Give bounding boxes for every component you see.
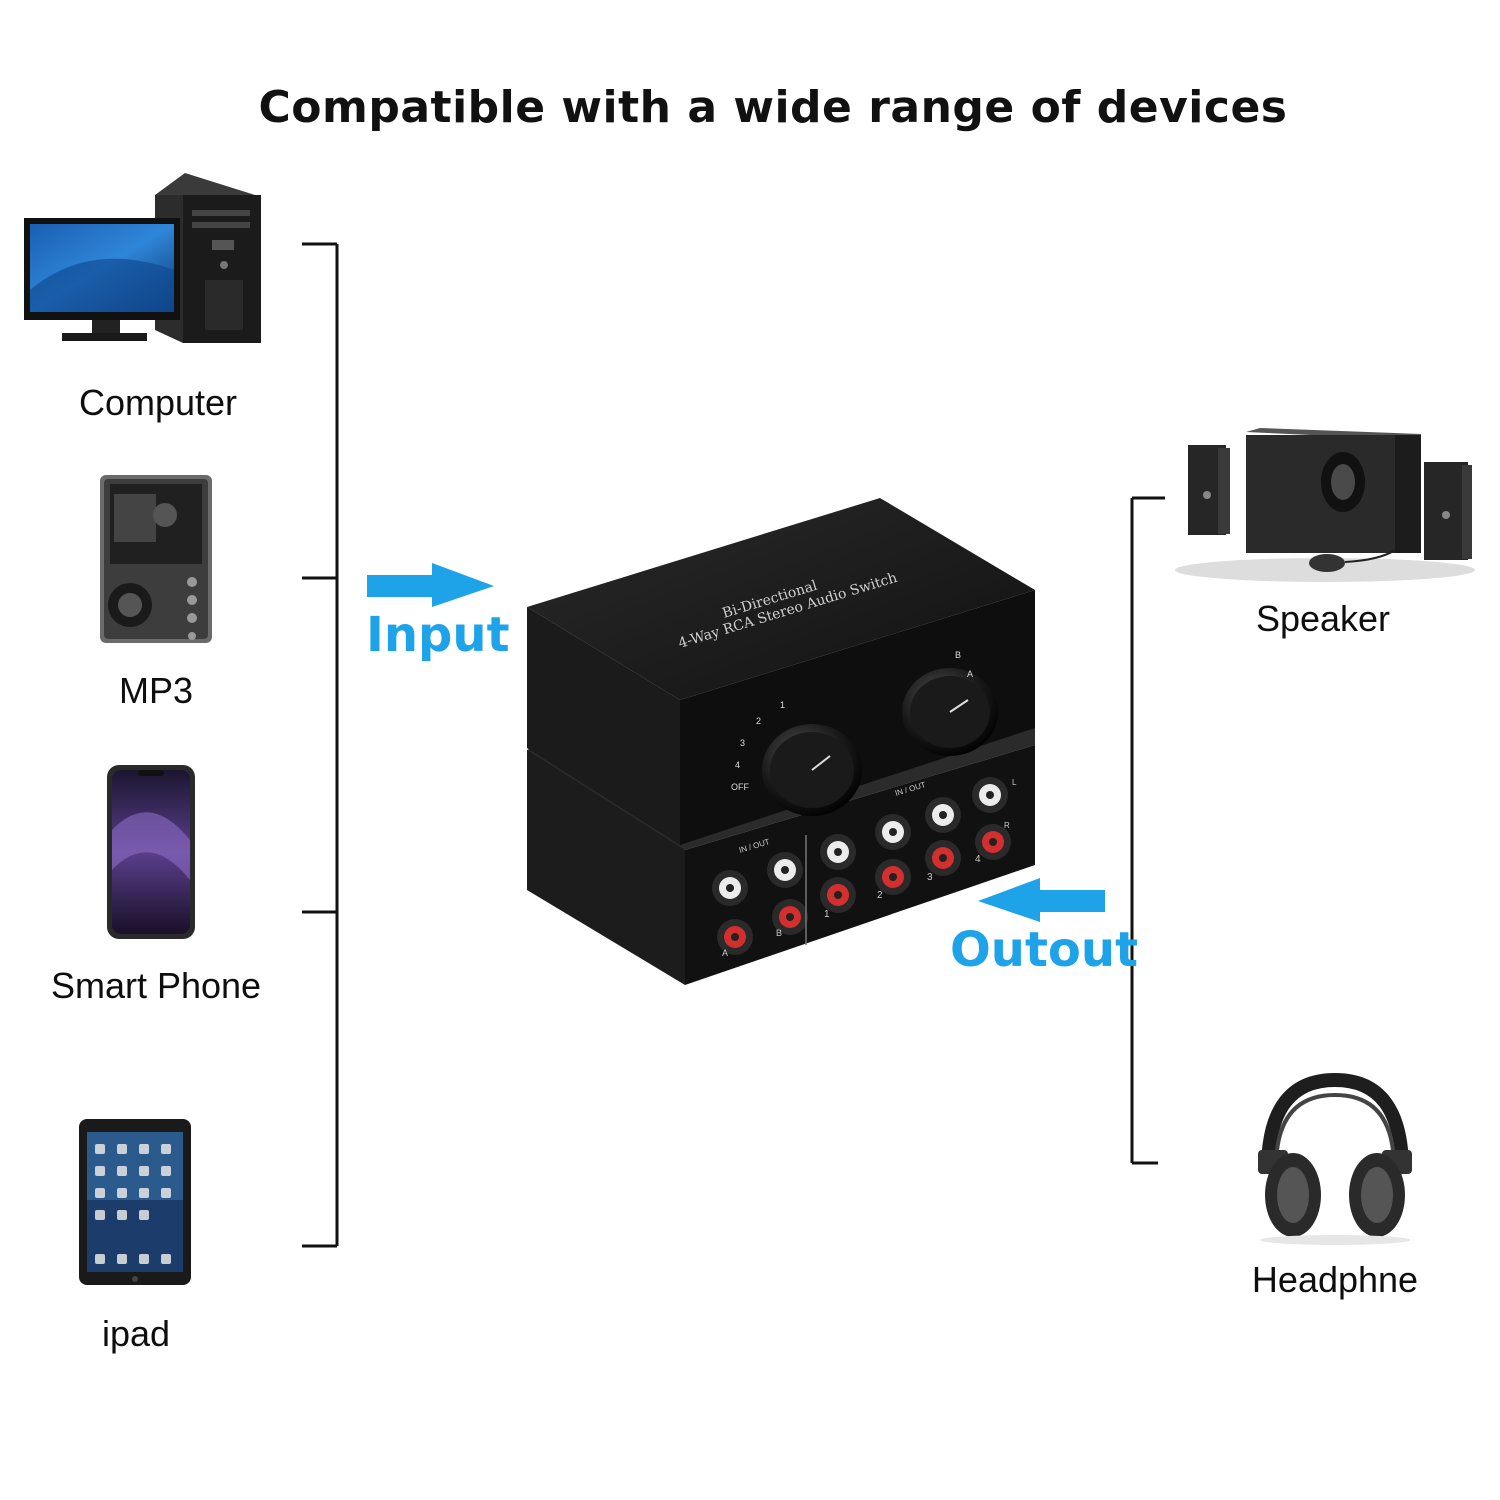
device-label-smart-phone: Smart Phone	[50, 965, 262, 1006]
rca-ports	[712, 777, 1011, 955]
knob-right-pos-a: A	[967, 669, 973, 679]
device-label-computer: Computer	[78, 382, 238, 423]
device-label-mp3: MP3	[118, 670, 194, 711]
knob-left-pos-4: 4	[735, 760, 740, 770]
channel-r: R	[1004, 821, 1010, 830]
channel-l: L	[1012, 778, 1017, 787]
computer-icon	[24, 173, 261, 343]
output-label: Outout	[950, 922, 1139, 978]
tablet-icon	[79, 1119, 191, 1285]
port-number-2: 2	[877, 890, 883, 901]
input-label: Input	[366, 607, 510, 663]
smart-phone-icon	[107, 765, 195, 939]
knob-left-pos-1: 1	[780, 700, 785, 710]
page-title: Compatible with a wide range of devices	[258, 82, 1288, 133]
speaker-icon	[1175, 428, 1475, 582]
knob-right-pos-b: B	[955, 650, 961, 660]
port-number-1: 1	[824, 909, 830, 920]
output-bracket	[1130, 496, 1165, 1165]
port-side-b: B	[776, 928, 782, 938]
port-side-a: A	[722, 948, 728, 958]
input-bracket	[302, 242, 339, 1248]
knob-left-pos-off: OFF	[731, 782, 749, 792]
port-number-3: 3	[927, 872, 933, 883]
device-label-ipad: ipad	[101, 1313, 171, 1354]
device-label-headphone: Headphne	[1251, 1259, 1419, 1300]
mp3-player-icon	[100, 475, 212, 643]
output-arrow	[978, 878, 1105, 922]
device-label-speaker: Speaker	[1255, 598, 1391, 639]
knob-left-pos-2: 2	[756, 716, 761, 726]
audio-switch-icon	[527, 498, 1035, 985]
knob-left-pos-3: 3	[740, 738, 745, 748]
input-arrow	[367, 563, 494, 607]
headphone-icon	[1258, 1072, 1412, 1245]
port-number-4: 4	[975, 854, 981, 865]
